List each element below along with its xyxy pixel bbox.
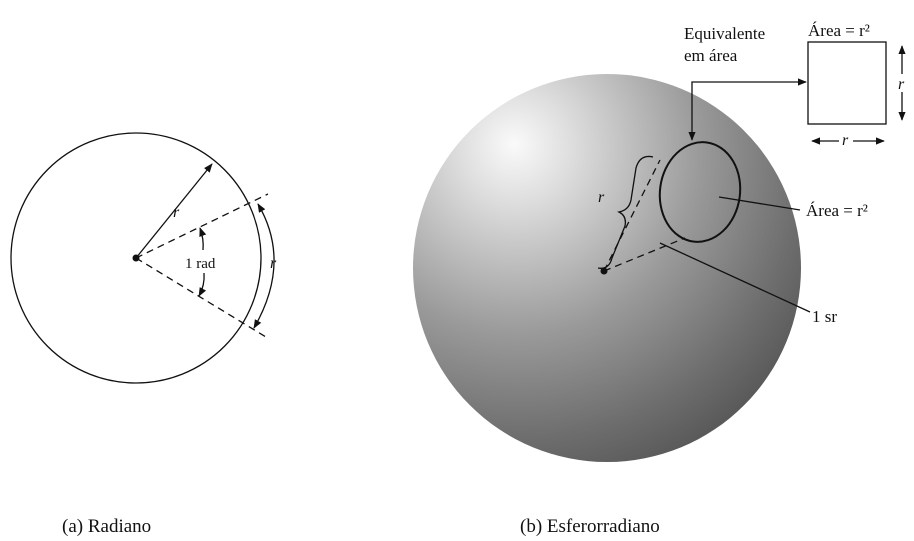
panel-b-steradian: r Área = r² 1 sr Área = r² r r Equivalen… [413,21,909,537]
radian-angle-arc-upper [199,227,207,251]
cone-dashed-line-lower [603,237,686,272]
panel-b-caption: (b) Esferorradiano [520,516,660,537]
equivalent-label-line2: em área [684,46,738,65]
square-horizontal-label-bg [839,130,853,148]
square-vertical-label: r [898,76,905,93]
sphere [413,74,801,462]
solid-angle-leader [659,242,811,313]
radian-angle-arc-lower [198,272,207,297]
solid-angle-label: 1 sr [812,307,837,326]
panel-a-radian: r r 1 rad (a) Radiano [10,132,277,537]
radian-dashed-radius-upper [135,193,269,259]
equivalent-connector [688,78,807,141]
square-area-label: Área = r² [808,21,870,40]
radian-arc-label: r [270,255,277,272]
spherical-cap [658,141,742,243]
panel-a-caption: (a) Radiano [62,516,151,537]
equivalent-label-line1: Equivalente [684,24,765,43]
radian-radius-label: r [173,204,180,221]
square-horizontal-label: r [842,132,849,149]
radian-angle-label: 1 rad [185,256,216,272]
sphere-radius-label: r [598,189,605,206]
radian-arc-length-arrow [253,203,275,329]
radian-dashed-radius-lower [135,257,267,338]
radius-brace [597,155,654,269]
equivalent-area-square [807,41,887,125]
cone-dashed-line-upper [603,159,661,272]
radian-radius-arrow [135,163,213,259]
cap-area-leader [718,196,801,211]
square-vertical-label-bg [895,74,909,92]
cap-area-label: Área = r² [806,201,868,220]
